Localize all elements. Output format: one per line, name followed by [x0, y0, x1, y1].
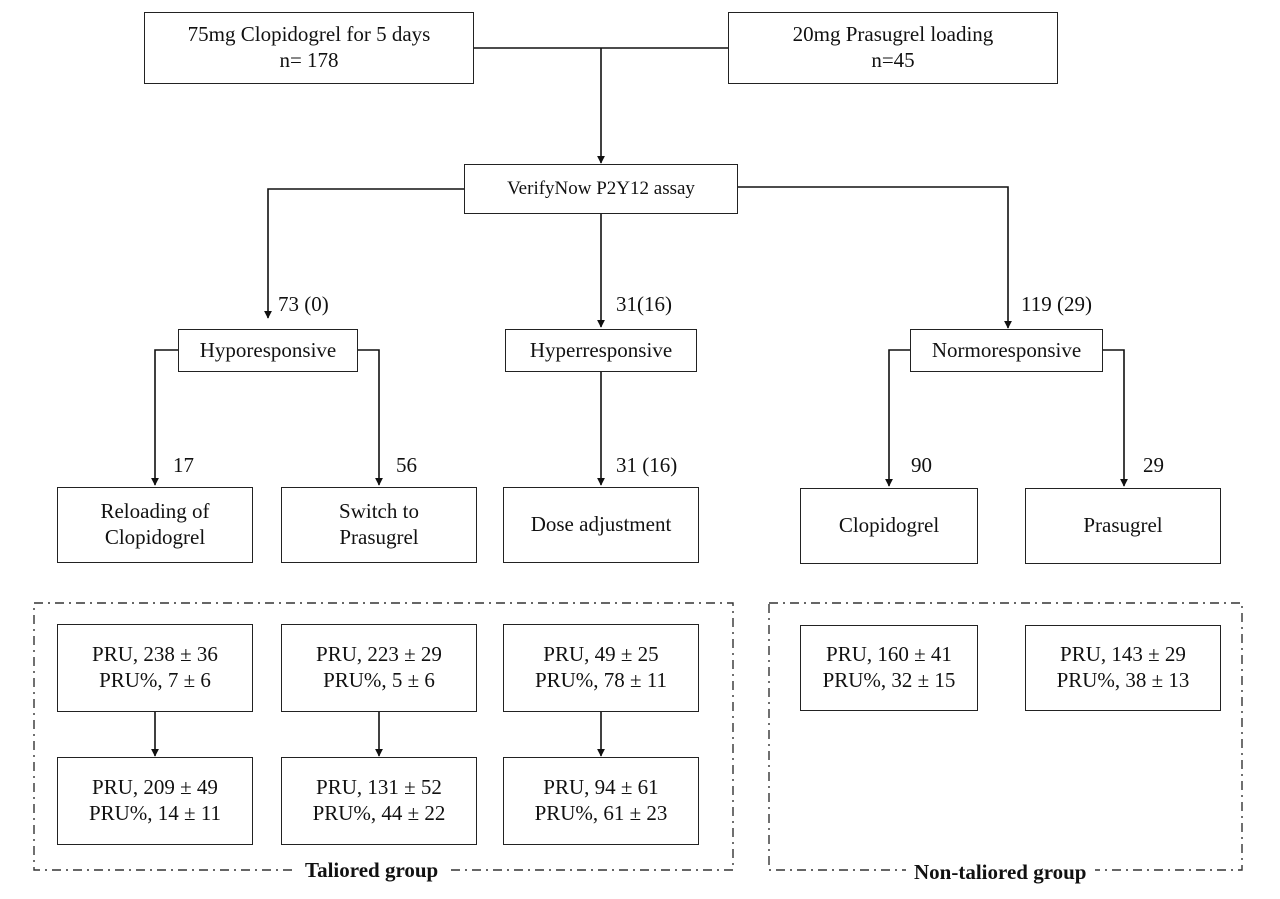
clopidogrel-source-count: n= 178 — [279, 48, 339, 72]
prasugrel-source-count: n=45 — [871, 48, 915, 72]
reload-before-pct: PRU%, 7 ± 6 — [99, 668, 211, 692]
reload-count-label: 17 — [173, 453, 194, 477]
normoresponsive-label: Normoresponsive — [931, 337, 1082, 362]
prasugrel-source-box: 20mg Prasugrel loading n=45 — [728, 12, 1058, 84]
switch-treatment-line2: Prasugrel — [339, 525, 419, 549]
assay-label: VerifyNow P2Y12 assay — [507, 178, 695, 200]
reload-before-result: PRU, 238 ± 36 PRU%, 7 ± 6 — [57, 624, 253, 712]
hyporesponsive-label: Hyporesponsive — [199, 337, 337, 362]
switch-treatment-line1: Switch to — [339, 499, 419, 524]
dose-treatment-label: Dose adjustment — [530, 512, 672, 537]
assay-box: VerifyNow P2Y12 assay — [464, 164, 738, 214]
switch-before-result: PRU, 223 ± 29 PRU%, 5 ± 6 — [281, 624, 477, 712]
dose-before-pct: PRU%, 78 ± 11 — [534, 668, 668, 692]
non-tailored-group-frame — [768, 602, 1243, 871]
reload-after-result: PRU, 209 ± 49 PRU%, 14 ± 11 — [57, 757, 253, 845]
normoresponsive-box: Normoresponsive — [910, 329, 1103, 372]
clop-treatment-box: Clopidogrel — [800, 488, 978, 564]
dose-after-pct: PRU%, 61 ± 23 — [534, 801, 668, 825]
hyporesponsive-box: Hyporesponsive — [178, 329, 358, 372]
pras-result-pct: PRU%, 38 ± 13 — [1056, 668, 1190, 692]
reload-treatment-line2: Clopidogrel — [104, 525, 206, 549]
dose-after-pru: PRU, 94 ± 61 — [543, 775, 659, 800]
normo-count-label: 119 (29) — [1021, 292, 1092, 316]
pras-count-label: 29 — [1143, 453, 1164, 477]
clop-result-pct: PRU%, 32 ± 15 — [822, 668, 956, 692]
clop-result: PRU, 160 ± 41 PRU%, 32 ± 15 — [800, 625, 978, 711]
reload-before-pru: PRU, 238 ± 36 — [92, 642, 218, 667]
non-tailored-group-label: Non-taliored group — [906, 862, 1095, 883]
clopidogrel-source-label: 75mg Clopidogrel for 5 days — [187, 22, 431, 47]
hyperresponsive-box: Hyperresponsive — [505, 329, 697, 372]
switch-before-pru: PRU, 223 ± 29 — [316, 642, 442, 667]
dose-treatment-box: Dose adjustment — [503, 487, 699, 563]
dose-before-pru: PRU, 49 ± 25 — [543, 642, 659, 667]
hyperresponsive-label: Hyperresponsive — [529, 337, 673, 362]
pras-treatment-label: Prasugrel — [1083, 513, 1163, 538]
dose-count-label: 31 (16) — [616, 453, 678, 477]
switch-before-pct: PRU%, 5 ± 6 — [323, 668, 435, 692]
dose-before-result: PRU, 49 ± 25 PRU%, 78 ± 11 — [503, 624, 699, 712]
reload-treatment-box: Reloading of Clopidogrel — [57, 487, 253, 563]
clopidogrel-source-box: 75mg Clopidogrel for 5 days n= 178 — [144, 12, 474, 84]
clop-result-pru: PRU, 160 ± 41 — [826, 642, 952, 667]
reload-treatment-line1: Reloading of — [100, 499, 210, 524]
pras-treatment-box: Prasugrel — [1025, 488, 1221, 564]
hyper-count-label: 31(16) — [616, 292, 672, 316]
switch-after-pct: PRU%, 44 ± 22 — [312, 801, 446, 825]
switch-treatment-box: Switch to Prasugrel — [281, 487, 477, 563]
dose-after-result: PRU, 94 ± 61 PRU%, 61 ± 23 — [503, 757, 699, 845]
clop-treatment-label: Clopidogrel — [838, 513, 940, 538]
tailored-group-label: Taliored group — [297, 860, 447, 881]
switch-count-label: 56 — [396, 453, 417, 477]
switch-after-pru: PRU, 131 ± 52 — [316, 775, 442, 800]
pras-result-pru: PRU, 143 ± 29 — [1060, 642, 1186, 667]
reload-after-pru: PRU, 209 ± 49 — [92, 775, 218, 800]
switch-after-result: PRU, 131 ± 52 PRU%, 44 ± 22 — [281, 757, 477, 845]
pras-result: PRU, 143 ± 29 PRU%, 38 ± 13 — [1025, 625, 1221, 711]
reload-after-pct: PRU%, 14 ± 11 — [88, 801, 222, 825]
hypo-count-label: 73 (0) — [278, 292, 329, 316]
clop-count-label: 90 — [911, 453, 932, 477]
prasugrel-source-label: 20mg Prasugrel loading — [792, 22, 994, 47]
